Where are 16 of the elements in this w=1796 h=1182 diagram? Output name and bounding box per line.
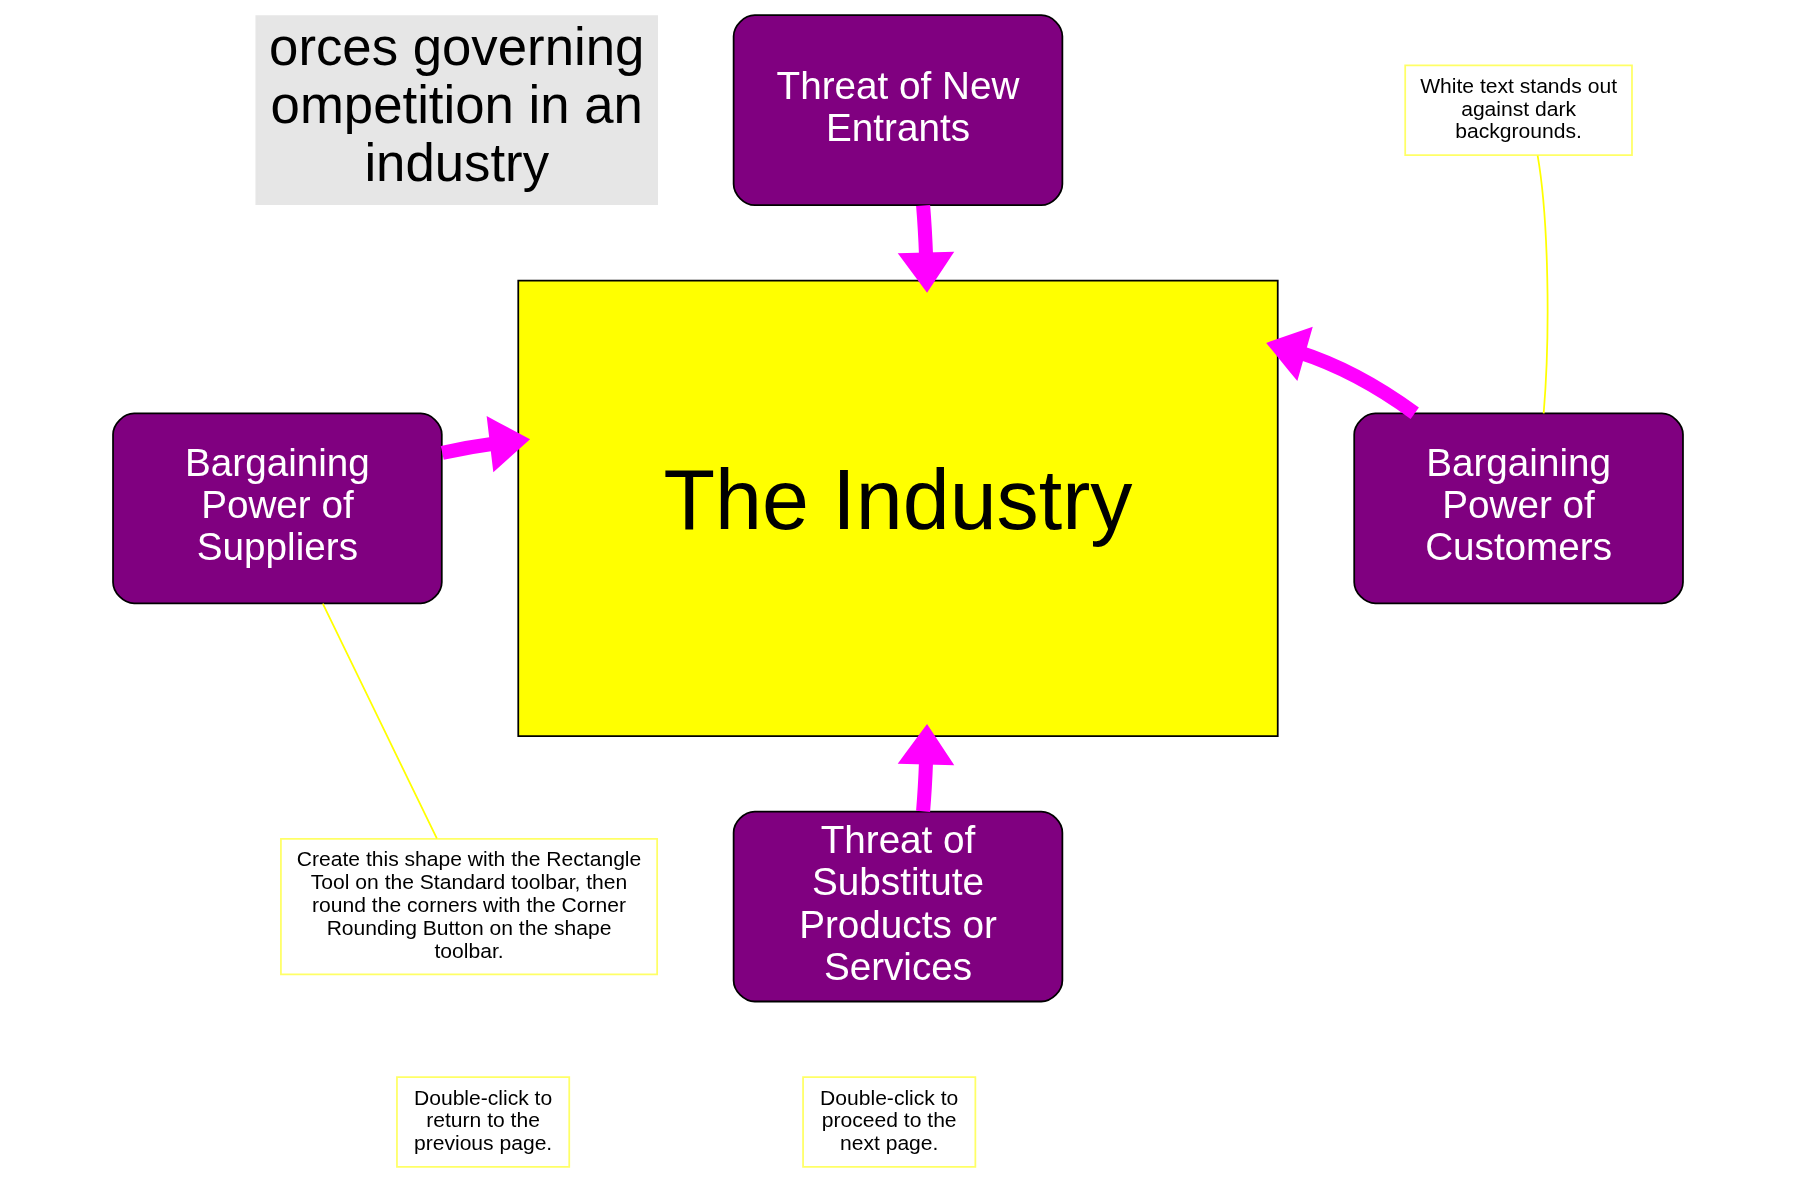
arrow xyxy=(897,724,955,812)
connector xyxy=(321,602,438,840)
node-box: The Industry xyxy=(517,279,1279,737)
node-box: Bargaining Power of Suppliers xyxy=(112,412,443,605)
arrow xyxy=(440,416,531,473)
node-box: Threat of Substitute Products or Services xyxy=(732,810,1064,1003)
arrow xyxy=(1266,326,1419,419)
node-box: orces governing ompetition in an industry xyxy=(255,15,659,206)
node-box: White text stands out against dark backgrounds. xyxy=(1404,64,1633,156)
node-box: Threat of New Entrants xyxy=(732,14,1064,206)
node-box: Create this shape with the Rectangle Tool on the Standard toolbar, then round the corners with the Corner Rounding Button on the shape toolbar. xyxy=(280,838,659,976)
node-box: Bargaining Power of Customers xyxy=(1353,412,1684,605)
arrow xyxy=(897,204,955,293)
connector xyxy=(1536,154,1549,415)
node-box: Double-click to proceed to the next page. xyxy=(802,1076,977,1168)
node-box: Double-click to return to the previous page. xyxy=(396,1076,571,1168)
